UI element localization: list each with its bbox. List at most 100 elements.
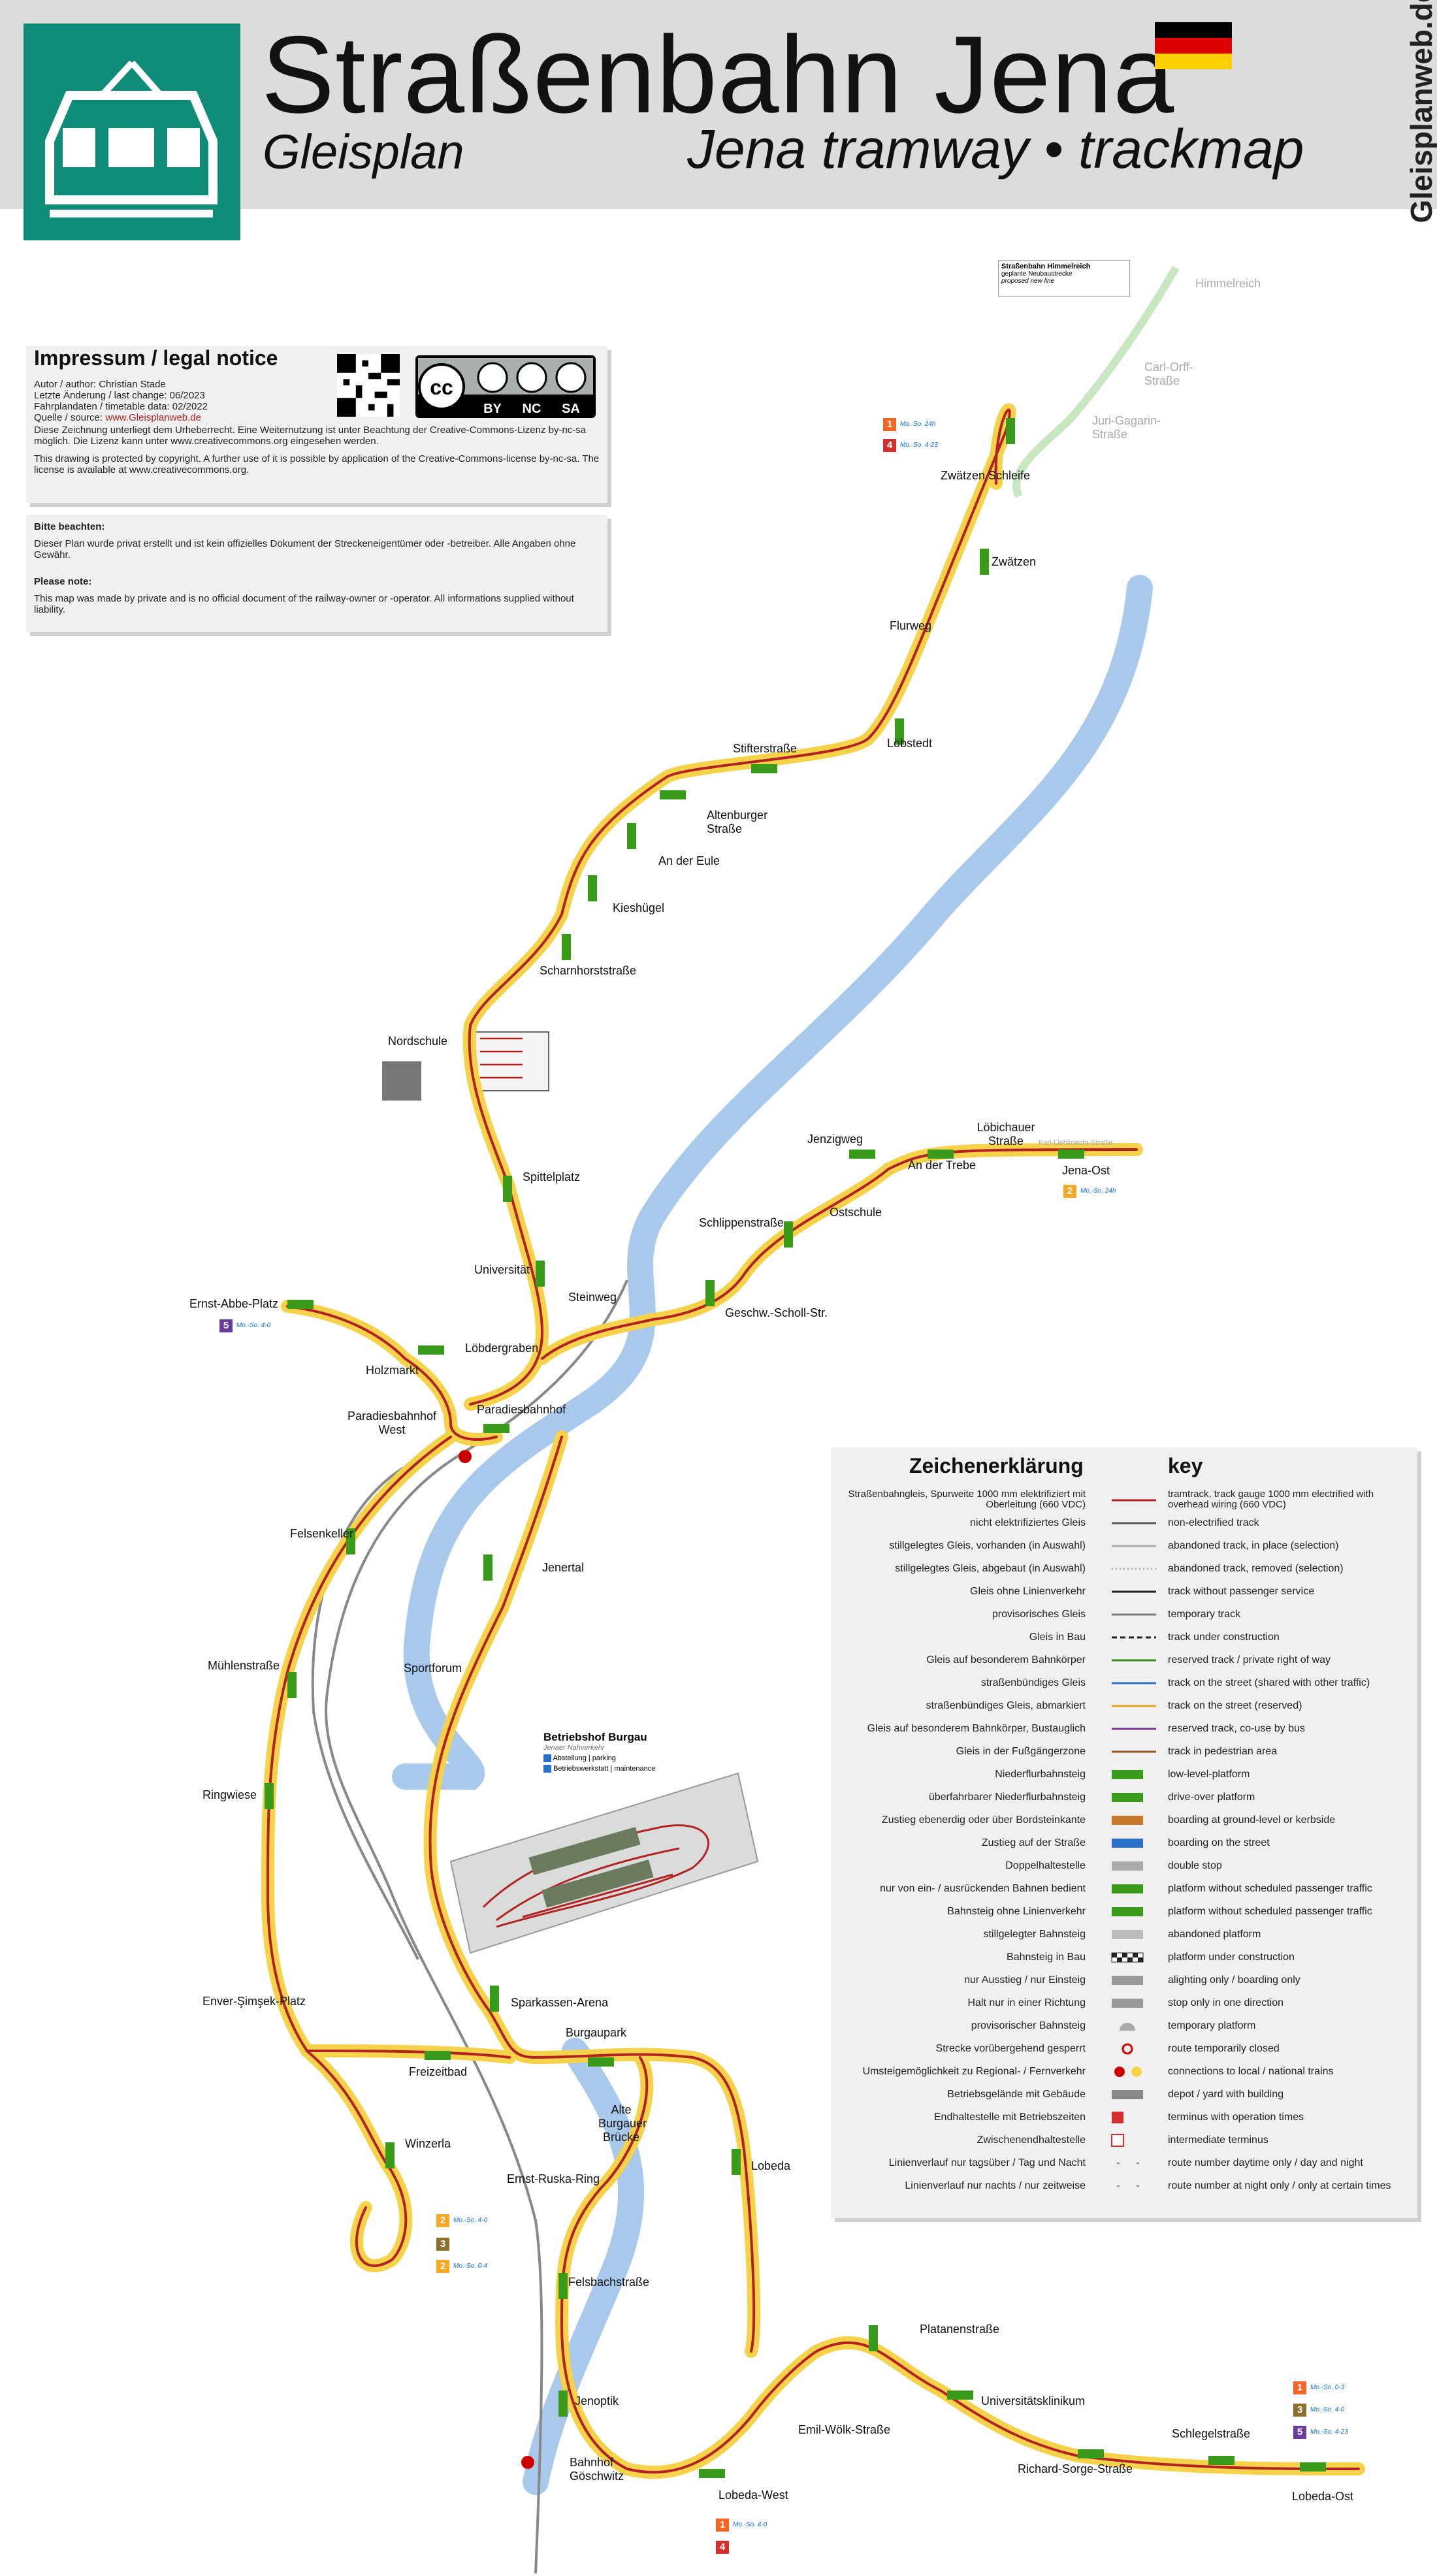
route-badge-4: 4 — [716, 2541, 729, 2554]
legend-symbol-icon — [1112, 1659, 1156, 1662]
station-nordschule: Nordschule — [388, 1035, 448, 1048]
legend-label-de: Bahnsteig in Bau — [1007, 1952, 1086, 1963]
station-richard-sorge: Richard-Sorge-Straße — [1018, 2462, 1133, 2475]
legend-row: stillgelegtes Gleis, abgebaut (in Auswah… — [831, 1558, 1417, 1580]
legend-label-en: track on the street (shared with other t… — [1168, 1677, 1370, 1688]
platform — [980, 549, 989, 575]
legend-label-en: route number at night only / only at cer… — [1168, 2180, 1391, 2191]
platform — [1006, 418, 1015, 444]
legend-label-en: track without passenger service — [1168, 1586, 1315, 1597]
legend-label-en: terminus with operation times — [1168, 2112, 1304, 2123]
legend-row: Gleis auf besonderem Bahnkörper, Bustaug… — [831, 1718, 1417, 1740]
legend-symbol-icon — [1117, 2163, 1139, 2164]
cc-icon: cc BY NC SA — [418, 358, 593, 416]
notice-panel: Bitte beachten: Dieser Plan wurde privat… — [26, 515, 607, 632]
route-badge-text: Mo.-So. 4-0 — [733, 2521, 767, 2528]
legend-symbol-icon — [1112, 1705, 1156, 1707]
route-badge-2: 2 — [436, 2260, 449, 2273]
legend-symbol-icon — [1112, 1999, 1143, 2008]
workshop-icon — [543, 1765, 551, 1773]
legend-symbol-icon — [1112, 1545, 1156, 1547]
platform — [784, 1221, 793, 1248]
platform — [588, 2057, 614, 2067]
planned-line-box: Straßenbahn Himmelreich geplante Neubaus… — [998, 260, 1130, 297]
legend-symbol-icon — [1111, 1952, 1144, 1963]
legend-symbol-icon — [1114, 2067, 1142, 2077]
legend-row: Betriebsgelände mit Gebäude depot / yard … — [831, 2084, 1417, 2106]
station-spittelplatz: Spittelplatz — [523, 1170, 581, 1183]
legend-label-de: Niederflurbahnsteig — [995, 1769, 1086, 1780]
depot-info: Betriebshof Burgau Jenaer Nahverkehr Abs… — [543, 1731, 674, 1773]
legend-label-en: abandoned track, removed (selection) — [1168, 1563, 1344, 1574]
platform — [947, 2391, 973, 2400]
station-ringwiese: Ringwiese — [202, 1788, 257, 1801]
db-connection-icon — [459, 1450, 472, 1463]
page-title: Straßenbahn Jena — [261, 13, 1175, 136]
notice-title-en: Please note: — [34, 576, 92, 587]
station-loebichauer: Löbichauer Straße — [977, 1121, 1035, 1148]
route-badge-4: 4 — [883, 439, 896, 452]
station-schlegel: Schlegelstraße — [1172, 2427, 1251, 2440]
legend-label-en: temporary track — [1168, 1609, 1241, 1620]
platform — [536, 1261, 545, 1287]
legend-label-en: boarding on the street — [1168, 1837, 1270, 1848]
platform — [895, 718, 904, 745]
station-juri-gagarin: Juri-Gagarin-Straße — [1092, 414, 1161, 441]
impressum-text: Diese Zeichnung unterliegt dem Urheberre… — [34, 425, 602, 475]
copyright-en: This drawing is protected by copyright. … — [34, 453, 600, 475]
depot-workshop: Betriebswerkstatt | maintenance — [553, 1765, 656, 1773]
route-badge-text: Mo.-So. 4-23 — [1310, 2428, 1348, 2436]
route-badge-text: Mo.-So. 4-0 — [453, 2217, 488, 2224]
svg-text:cc: cc — [430, 376, 453, 399]
legend-label-en: abandoned track, in place (selection) — [1168, 1540, 1339, 1551]
source-link[interactable]: www.Gleisplanweb.de — [105, 412, 201, 423]
legend-label-en: reserved track, co-use by bus — [1168, 1723, 1305, 1734]
legend-label-en: reserved track / private right of way — [1168, 1654, 1331, 1666]
tram-logo — [24, 24, 240, 240]
legend-label-de: nur Ausstieg / nur Einsteig — [964, 1974, 1086, 1986]
legend-label-de: Betriebsgelände mit Gebäude — [947, 2089, 1086, 2100]
station-muehlenstrasse: Mühlenstraße — [208, 1659, 280, 1672]
tram-icon — [45, 60, 218, 217]
platform — [751, 764, 777, 773]
platform — [1078, 2449, 1104, 2458]
station-universitaet: Universität — [474, 1263, 530, 1276]
legend-symbol-icon — [1112, 1613, 1156, 1616]
legend-symbol-icon — [1112, 1770, 1143, 1779]
route-badge-3: 3 — [1293, 2404, 1306, 2417]
route-badge-text: Mo.-So. 24h — [900, 421, 936, 428]
legend-symbol-icon — [1112, 1682, 1156, 1684]
route-badge-3: 3 — [436, 2238, 449, 2251]
german-flag-icon — [1155, 22, 1232, 69]
legend-label-de: Gleis auf besonderem Bahnkörper — [926, 1654, 1086, 1666]
station-ostschule: Ostschule — [830, 1206, 882, 1219]
legend-label-de: Strecke vorübergehend gesperrt — [935, 2043, 1086, 2054]
legend-label-en: alighting only / boarding only — [1168, 1974, 1300, 1986]
legend-title-en: key — [1168, 1454, 1203, 1477]
legend-row: Umsteigemöglichkeit zu Regional- / Fernv… — [831, 2061, 1417, 2083]
station-emil-woelk: Emil-Wölk-Straße — [798, 2423, 891, 2436]
legend-label-en: depot / yard with building — [1168, 2089, 1284, 2100]
depot-parking: Abstellung | parking — [553, 1754, 616, 1762]
station-geschw-scholl: Geschw.-Scholl-Str. — [725, 1306, 828, 1319]
legend-label-de: Linienverlauf nur nachts / nur zeitweise — [905, 2180, 1086, 2191]
legend-label-de: stillgelegtes Gleis, abgebaut (in Auswah… — [895, 1563, 1086, 1574]
station-carl-orff: Carl-Orff-Straße — [1144, 361, 1193, 387]
legend-label-en: double stop — [1168, 1860, 1222, 1871]
platform — [705, 1280, 715, 1306]
station-alte-burgauer: Alte Burgauer Brücke — [598, 2103, 647, 2144]
cc-nc: NC — [523, 402, 541, 416]
tram-network — [261, 410, 1365, 2479]
